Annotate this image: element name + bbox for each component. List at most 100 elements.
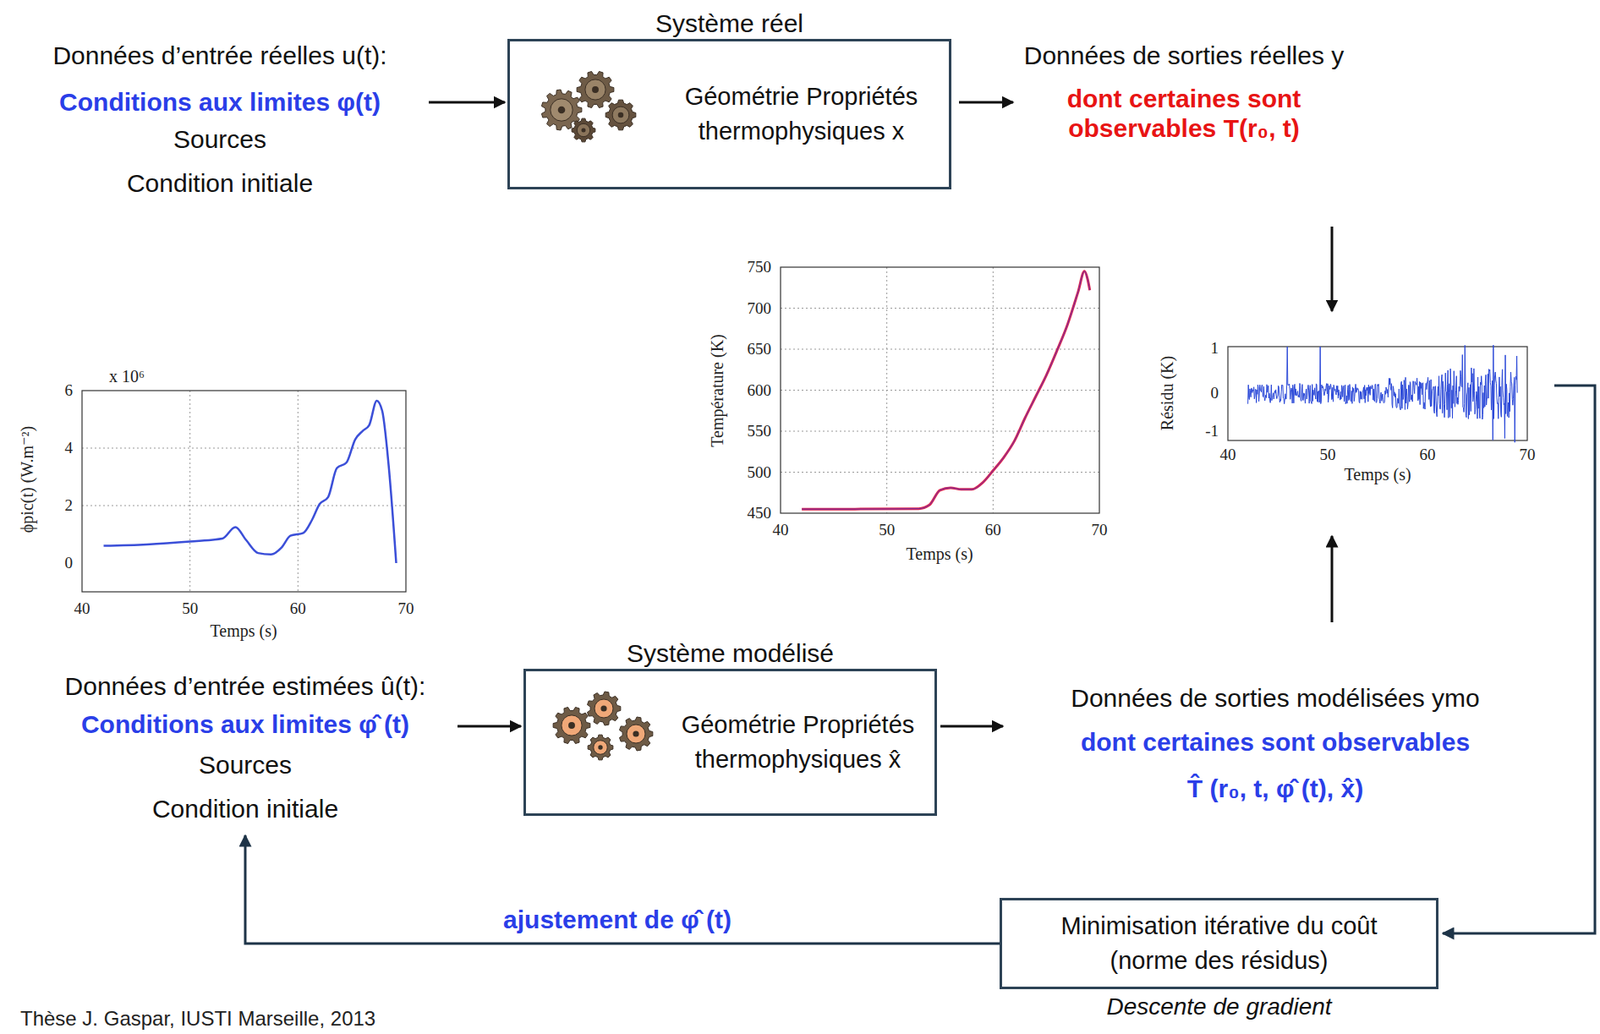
gear-hub [593, 740, 609, 756]
annotation: Données d’entrée estimées û(t): [65, 672, 427, 702]
gear [619, 717, 653, 751]
credit: Thèse J. Gaspar, IUSTI Marseille, 2013 [20, 1007, 376, 1031]
node-heading: Système modélisé [526, 639, 935, 669]
axis-tick: 40 [772, 520, 790, 540]
gear-axle [632, 730, 639, 737]
chart [1227, 345, 1528, 443]
chart [82, 390, 406, 592]
annotation: Condition initiale [152, 794, 339, 825]
grid-line [780, 349, 1100, 351]
grid-line [189, 390, 191, 592]
annotation: Données de sorties modélisées ymo [1070, 684, 1480, 714]
grid-line [780, 471, 1100, 473]
axis-tick: 1 [1210, 339, 1220, 358]
gear-icon [587, 691, 621, 726]
axis-title: Résidu (K) [1157, 356, 1178, 431]
gear-axle [580, 127, 586, 132]
process-box: Minimisation itérative du coût (norme de… [999, 898, 1439, 990]
temperature-curve [801, 271, 1091, 510]
axis-tick: 40 [1220, 445, 1237, 465]
axis-title: ϕpic(t) (W.m⁻²) [17, 426, 38, 533]
annotation: Données d’entrée réelles u(t): [52, 41, 387, 72]
node-heading: Système réel [509, 9, 949, 39]
feedback-line [245, 835, 1000, 944]
annotation: Données de sorties réelles y [1024, 41, 1345, 72]
axis-tick: 500 [747, 463, 773, 483]
axis-title: Temps (s) [1343, 465, 1411, 485]
annotation: dont certaines sont observables [1080, 728, 1470, 758]
input-arrow [457, 725, 521, 729]
axis-tick: 700 [747, 299, 773, 318]
annotation: Condition initiale [126, 169, 313, 199]
flow-arrows [245, 102, 1595, 944]
axis-tick: 0 [65, 553, 74, 573]
gear-axle [600, 705, 607, 712]
axis-tick: 60 [290, 599, 307, 619]
grid-line [780, 431, 1100, 433]
system-box: Géométrie Propriétés thermophysiques xSy… [507, 38, 952, 190]
node-caption: Descente de gradient [1002, 993, 1436, 1021]
annotation: Conditions aux limites φ̂ (t) [81, 710, 410, 740]
gear-axle [618, 112, 624, 118]
axis-tick: 70 [1091, 520, 1108, 540]
gear-icon [553, 706, 591, 744]
annotation: Sources [198, 750, 292, 781]
gear-hub [585, 79, 606, 100]
gear-hub [550, 98, 573, 121]
flux-curve [104, 400, 397, 564]
axis-tick: 4 [65, 438, 74, 458]
gear-hub [594, 699, 614, 718]
gear-icon [571, 118, 596, 143]
charts [82, 267, 1528, 592]
up-arrow [1331, 536, 1334, 623]
annotation: ajustement de φ̂ (t) [503, 905, 732, 936]
axis-tick: -1 [1205, 421, 1219, 441]
gear-axle [558, 106, 566, 115]
gear-hub [576, 123, 590, 137]
axis-tick: 0 [1210, 383, 1220, 403]
gear [587, 691, 621, 726]
axis-tick: 750 [747, 257, 773, 277]
gear-axle [568, 722, 576, 729]
feedback-line [1442, 385, 1595, 934]
axis-tick: 50 [1320, 445, 1337, 465]
gear-icon [587, 734, 614, 761]
axis-tick: 60 [1419, 445, 1436, 465]
axis-tick: 450 [747, 504, 773, 523]
gear-icon [576, 71, 614, 108]
annotation: Sources [173, 125, 267, 155]
annotation: T̂ (r₀, t, φ̂ (t), x̂) [1187, 774, 1364, 805]
gear-hub [561, 715, 582, 736]
grid-line [82, 505, 406, 507]
node-text: Géométrie Propriétés thermophysiques x [674, 79, 929, 148]
chart-frame [82, 390, 406, 592]
gear-axle [597, 745, 603, 750]
axis-tick: 6 [65, 381, 74, 400]
axis-title: x 10⁶ [109, 367, 145, 387]
axis-tick: 50 [181, 599, 198, 619]
system-box: Géométrie Propriétés thermophysiques x̂S… [523, 668, 937, 817]
node-text: Géométrie Propriétés thermophysiques x̂ [671, 707, 926, 777]
axis-tick: 600 [747, 381, 773, 400]
output-arrow [958, 101, 1014, 105]
axis-title: Température (K) [707, 334, 728, 448]
axis-tick: 650 [747, 339, 773, 359]
temperature-curve [801, 271, 1091, 510]
grid-line [297, 390, 299, 592]
residual-curve [1248, 345, 1518, 443]
chart [780, 267, 1100, 514]
axis-tick: 40 [74, 599, 91, 619]
gear [576, 71, 614, 108]
axis-tick: 70 [1519, 445, 1536, 465]
axis-title: Temps (s) [209, 621, 277, 642]
chart-frame [780, 267, 1100, 514]
node-text: Minimisation itérative du coût (norme de… [1041, 909, 1398, 978]
down-arrow [1331, 226, 1334, 312]
gear-axle [591, 86, 599, 94]
gear [605, 99, 636, 131]
gear-hub [626, 724, 646, 744]
input-arrow [428, 101, 505, 105]
gear [571, 118, 596, 143]
grid-line [82, 448, 406, 450]
